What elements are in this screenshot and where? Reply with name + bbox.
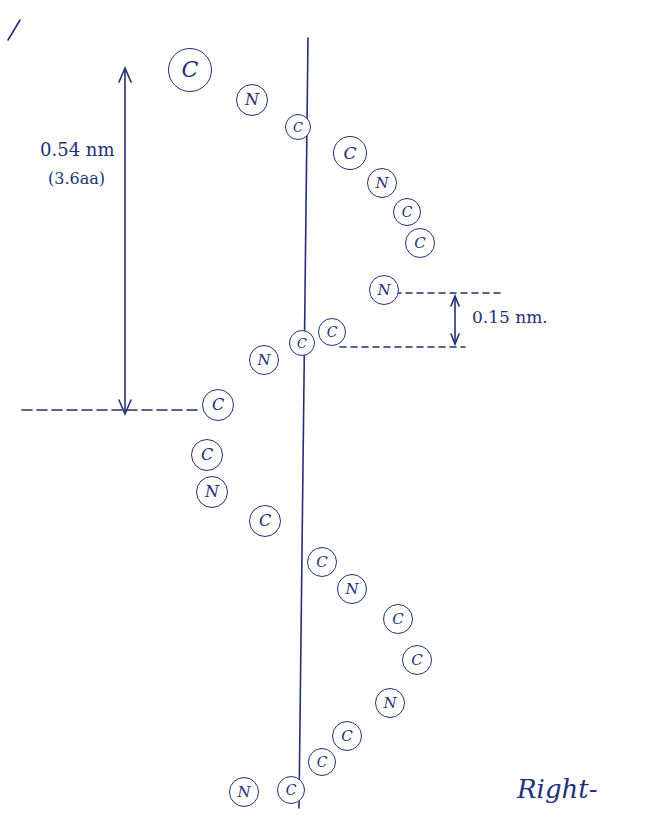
atom-circle: N: [375, 688, 405, 718]
atom-symbol: C: [327, 325, 338, 339]
atom-circle: N: [249, 345, 279, 375]
atom-symbol: C: [182, 59, 199, 81]
atom-circle: C: [333, 136, 367, 170]
atom-symbol: C: [343, 145, 356, 162]
atom-symbol: N: [345, 582, 358, 597]
reference-line: [22, 409, 200, 411]
atom-circle: N: [196, 476, 228, 508]
atom-circle: C: [168, 48, 212, 92]
atom-symbol: N: [375, 176, 388, 191]
atom-symbol: C: [293, 121, 303, 134]
dimension-arrow: [454, 297, 456, 343]
atom-circle: C: [402, 645, 432, 675]
atom-symbol: C: [317, 755, 328, 769]
helix-axis: [299, 38, 308, 808]
atom-symbol: C: [201, 447, 213, 463]
atom-circle: N: [337, 574, 367, 604]
atom-symbol: C: [392, 612, 403, 627]
atom-symbol: N: [257, 353, 270, 368]
atom-circle: C: [289, 330, 315, 356]
atom-symbol: N: [377, 283, 390, 298]
atom-circle: N: [369, 275, 399, 305]
atom-symbol: C: [316, 555, 327, 570]
atom-symbol: C: [259, 513, 271, 529]
atom-circle: C: [393, 198, 421, 226]
atom-symbol: N: [383, 696, 396, 711]
arrow-head: [451, 334, 459, 344]
atom-circle: C: [249, 505, 281, 537]
atom-symbol: C: [286, 783, 297, 797]
atom-circle: C: [307, 547, 337, 577]
dimension-label: 0.15 nm.: [470, 308, 550, 327]
atom-circle: N: [229, 777, 259, 807]
arrow-head: [119, 400, 131, 414]
atom-symbol: C: [212, 397, 224, 413]
atom-circle: N: [367, 168, 397, 198]
atom-symbol: N: [205, 484, 219, 500]
atom-symbol: N: [245, 92, 259, 108]
atom-circle: C: [202, 389, 234, 421]
reference-line: [340, 346, 465, 348]
atom-symbol: N: [237, 785, 250, 800]
atom-circle: C: [191, 439, 223, 471]
dimension-label: (3.6aa): [46, 170, 107, 188]
dimension-label: 0.54 nm: [38, 140, 116, 160]
atom-symbol: C: [341, 729, 352, 744]
atom-circle: C: [318, 318, 346, 346]
atom-symbol: C: [402, 205, 413, 219]
atom-circle: C: [285, 114, 311, 140]
atom-circle: C: [308, 748, 336, 776]
atom-circle: C: [332, 721, 362, 751]
atom-symbol: C: [411, 653, 422, 668]
arrow-head: [451, 296, 459, 306]
atom-symbol: C: [297, 337, 307, 350]
reference-line: [395, 292, 505, 294]
atom-circle: C: [383, 604, 413, 634]
atom-circle: N: [236, 84, 268, 116]
atom-circle: C: [277, 776, 305, 804]
handedness-note: Right-: [515, 775, 600, 804]
atom-symbol: C: [414, 236, 425, 251]
dimension-arrow: [124, 70, 126, 412]
arrow-head: [119, 68, 131, 82]
tick-mark: [8, 20, 20, 40]
atom-circle: C: [405, 228, 435, 258]
